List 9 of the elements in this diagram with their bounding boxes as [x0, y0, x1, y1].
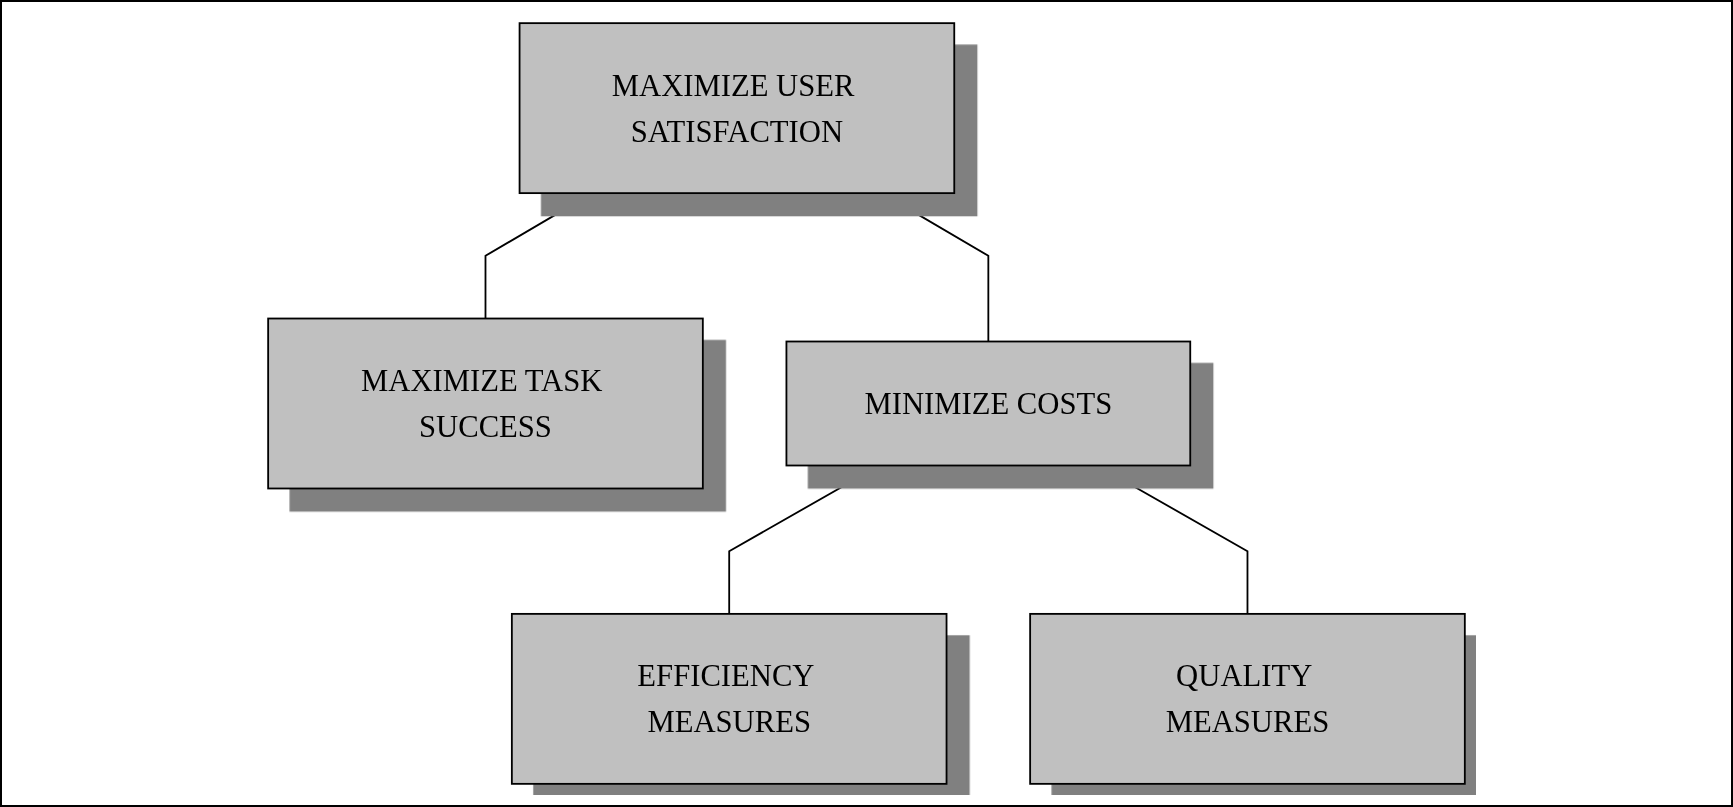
node-box: QUALITY MEASURES: [1029, 612, 1466, 785]
node-box: MAXIMIZE USER SATISFACTION: [518, 22, 956, 195]
connector: [1096, 464, 1249, 615]
connector: [728, 464, 881, 615]
connector: [484, 192, 594, 320]
connector: [880, 192, 990, 343]
node-box: MAXIMIZE TASK SUCCESS: [267, 317, 704, 490]
node-box: EFFICIENCY MEASURES: [510, 612, 948, 785]
node-box: MINIMIZE COSTS: [785, 340, 1192, 467]
